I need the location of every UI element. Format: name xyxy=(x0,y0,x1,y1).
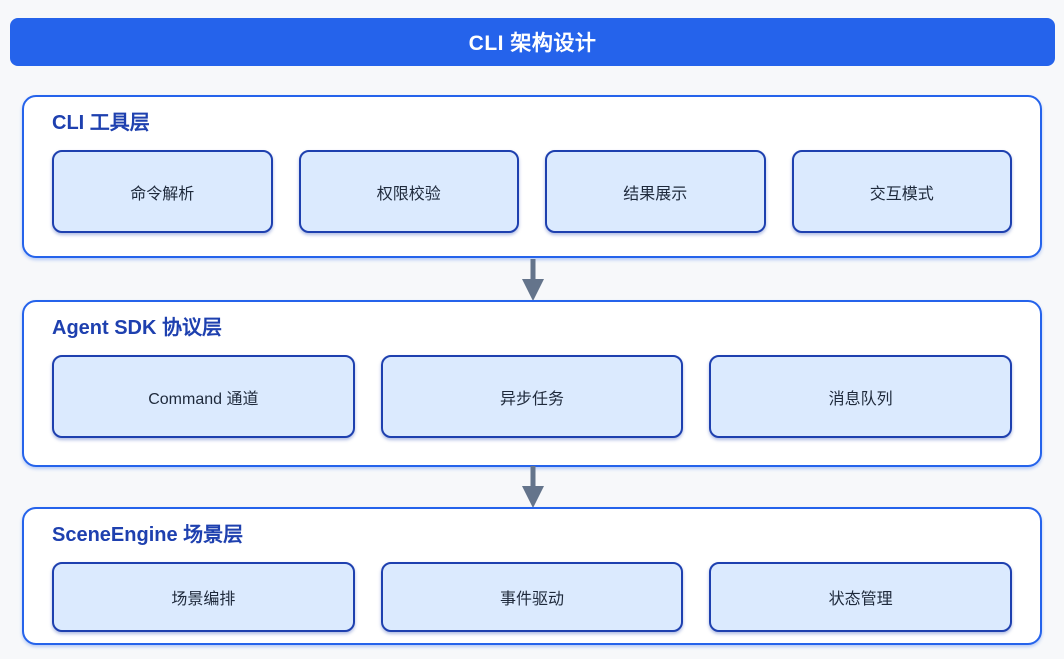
layer-scene-engine-label: SceneEngine 场景层 xyxy=(52,524,244,546)
node-permission-check: 权限校验 xyxy=(298,150,519,233)
layer-agent-sdk-nodes: Command 通道 异步任务 消息队列 xyxy=(52,355,1013,438)
node-result-display: 结果展示 xyxy=(545,150,766,233)
layer-cli-tool-nodes: 命令解析 权限校验 结果展示 交互模式 xyxy=(52,150,1012,233)
node-command-channel-label: Command 通道 xyxy=(148,390,259,408)
node-result-display-label: 结果展示 xyxy=(623,185,688,203)
node-async-task: 异步任务 xyxy=(380,355,684,438)
layer-cli-tool: CLI 工具层 命令解析 权限校验 结果展示 交互模式 xyxy=(22,95,1042,258)
node-scene-orchestration-label: 场景编排 xyxy=(171,591,236,608)
node-state-management-label: 状态管理 xyxy=(828,591,893,608)
down-arrow-icon xyxy=(522,259,544,301)
node-command-parse-label: 命令解析 xyxy=(130,185,195,203)
layer-scene-engine: SceneEngine 场景层 场景编排 事件驱动 状态管理 xyxy=(22,507,1042,645)
layer-agent-sdk: Agent SDK 协议层 Command 通道 异步任务 消息队列 xyxy=(22,300,1042,467)
node-scene-orchestration: 场景编排 xyxy=(52,562,355,632)
layer-cli-tool-label: CLI 工具层 xyxy=(52,112,150,134)
node-command-channel: Command 通道 xyxy=(52,355,355,438)
node-interactive-mode: 交互模式 xyxy=(791,150,1012,233)
node-event-driven: 事件驱动 xyxy=(380,562,684,632)
node-interactive-mode-label: 交互模式 xyxy=(869,185,934,203)
layer-scene-engine-nodes: 场景编排 事件驱动 状态管理 xyxy=(52,562,1013,632)
diagram-title: CLI 架构设计 xyxy=(468,32,597,55)
node-permission-check-label: 权限校验 xyxy=(376,185,441,203)
node-event-driven-label: 事件驱动 xyxy=(500,591,565,608)
node-message-queue-label: 消息队列 xyxy=(828,390,893,408)
node-state-management: 状态管理 xyxy=(709,562,1013,632)
layer-agent-sdk-label: Agent SDK 协议层 xyxy=(52,317,222,339)
diagram-title-banner: CLI 架构设计 xyxy=(10,18,1055,66)
node-command-parse: 命令解析 xyxy=(52,150,273,233)
down-arrow-icon xyxy=(522,466,544,508)
node-async-task-label: 异步任务 xyxy=(500,390,565,408)
node-message-queue: 消息队列 xyxy=(709,355,1013,438)
